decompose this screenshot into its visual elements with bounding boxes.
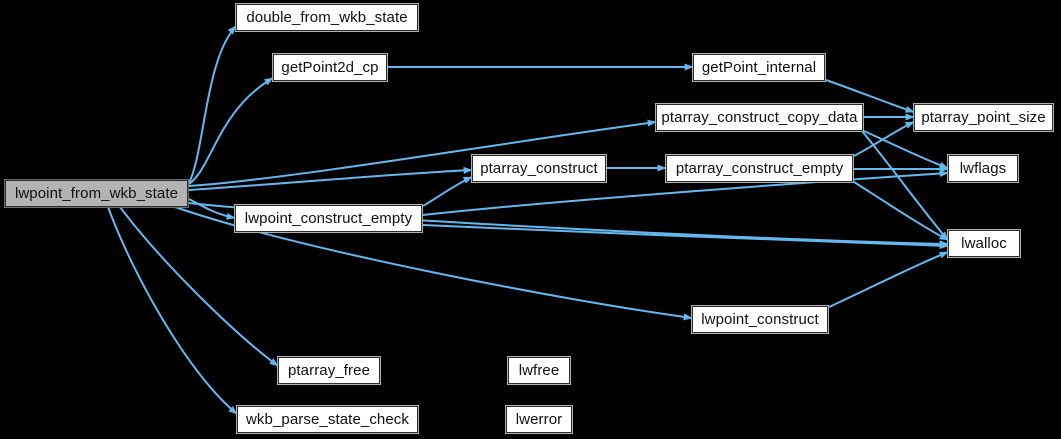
graph-node-lwflags[interactable]: lwflags [947,154,1019,183]
graph-node-label: getPoint2d_cp [281,59,379,76]
graph-edge-lwpoint_from_wkb_state-to-double_from_wkb_state [188,25,237,184]
graph-node-lwalloc[interactable]: lwalloc [947,229,1021,258]
graph-node-label: lwfree [518,362,560,379]
graph-edge-lwpoint_construct_empty-to-lwflags [422,170,949,216]
graph-node-ptarray_construct[interactable]: ptarray_construct [471,154,607,183]
graph-node-lwpoint_construct_empty[interactable]: lwpoint_construct_empty [234,204,423,233]
graph-node-ptarray_construct_empty[interactable]: ptarray_construct_empty [665,154,854,183]
graph-node-double_from_wkb_state[interactable]: double_from_wkb_state [235,3,419,32]
graph-edge-getPoint_internal-to-ptarray_point_size [825,79,915,113]
graph-node-ptarray_construct_copy_data[interactable]: ptarray_construct_copy_data [655,103,864,132]
graph-edge-ptarray_construct_empty-to-lwalloc [853,181,949,241]
graph-node-label: wkb_parse_state_check [245,411,410,428]
graph-node-label: lwflags [959,160,1007,177]
graph-node-label: ptarray_construct [480,160,598,177]
graph-node-lwfree[interactable]: lwfree [507,356,571,385]
graph-node-ptarray_point_size[interactable]: ptarray_point_size [913,103,1054,132]
graph-edge-lwpoint_from_wkb_state-to-lwpoint_construct_empty [188,198,236,220]
graph-node-label: ptarray_construct_empty [675,160,844,177]
graph-node-lwerror[interactable]: lwerror [505,405,573,434]
graph-node-getPoint_internal[interactable]: getPoint_internal [692,53,826,82]
graph-edge-ptarray_construct_copy_data-to-lwflags [863,130,949,169]
graph-edge-lwpoint_from_wkb_state-to-wkb_parse_state_check [107,206,238,415]
graph-edge-lwpoint_from_wkb_state-to-ptarray_free [119,206,279,367]
graph-edge-lwpoint_from_wkb_state-to-getPoint2d_cp [188,77,274,185]
edge-layer [107,25,949,415]
graph-node-lwpoint_from_wkb_state[interactable]: lwpoint_from_wkb_state [4,179,189,208]
graph-node-label: ptarray_free [287,362,371,379]
graph-node-lwpoint_construct[interactable]: lwpoint_construct [691,305,829,334]
graph-node-label: ptarray_construct_copy_data [661,109,858,126]
graph-edge-lwpoint_from_wkb_state-to-ptarray_construct_copy_data [188,119,657,187]
graph-edge-lwpoint_from_wkb_state-to-ptarray_construct [188,166,473,191]
graph-edge-lwpoint_construct-to-lwalloc [828,251,949,308]
graph-node-getPoint2d_cp[interactable]: getPoint2d_cp [272,53,388,82]
graph-node-label: lwpoint_construct_empty [244,210,413,227]
graph-node-label: lwpoint_construct [701,311,819,328]
graph-edge-lwpoint_from_wkb_state-to-lwpoint_construct [174,206,693,321]
graph-node-label: ptarray_point_size [921,109,1046,126]
graph-node-label: double_from_wkb_state [246,9,408,26]
graph-edge-lwpoint_construct_empty-to-ptarray_construct [422,176,473,207]
graph-node-label: getPoint_internal [701,59,817,76]
graph-node-label: lwerror [515,411,563,428]
graph-node-ptarray_free[interactable]: ptarray_free [277,356,381,385]
graph-edge-lwpoint_construct_empty-to-lwalloc [422,224,949,250]
graph-node-label: lwalloc [961,235,1007,252]
graph-edge-ptarray_construct_copy_data-to-lwalloc [861,130,949,241]
graph-node-label: lwpoint_from_wkb_state [14,185,179,202]
graph-node-wkb_parse_state_check[interactable]: wkb_parse_state_check [236,405,419,434]
graph-edge-ptarray_construct_empty-to-ptarray_point_size [853,121,915,157]
